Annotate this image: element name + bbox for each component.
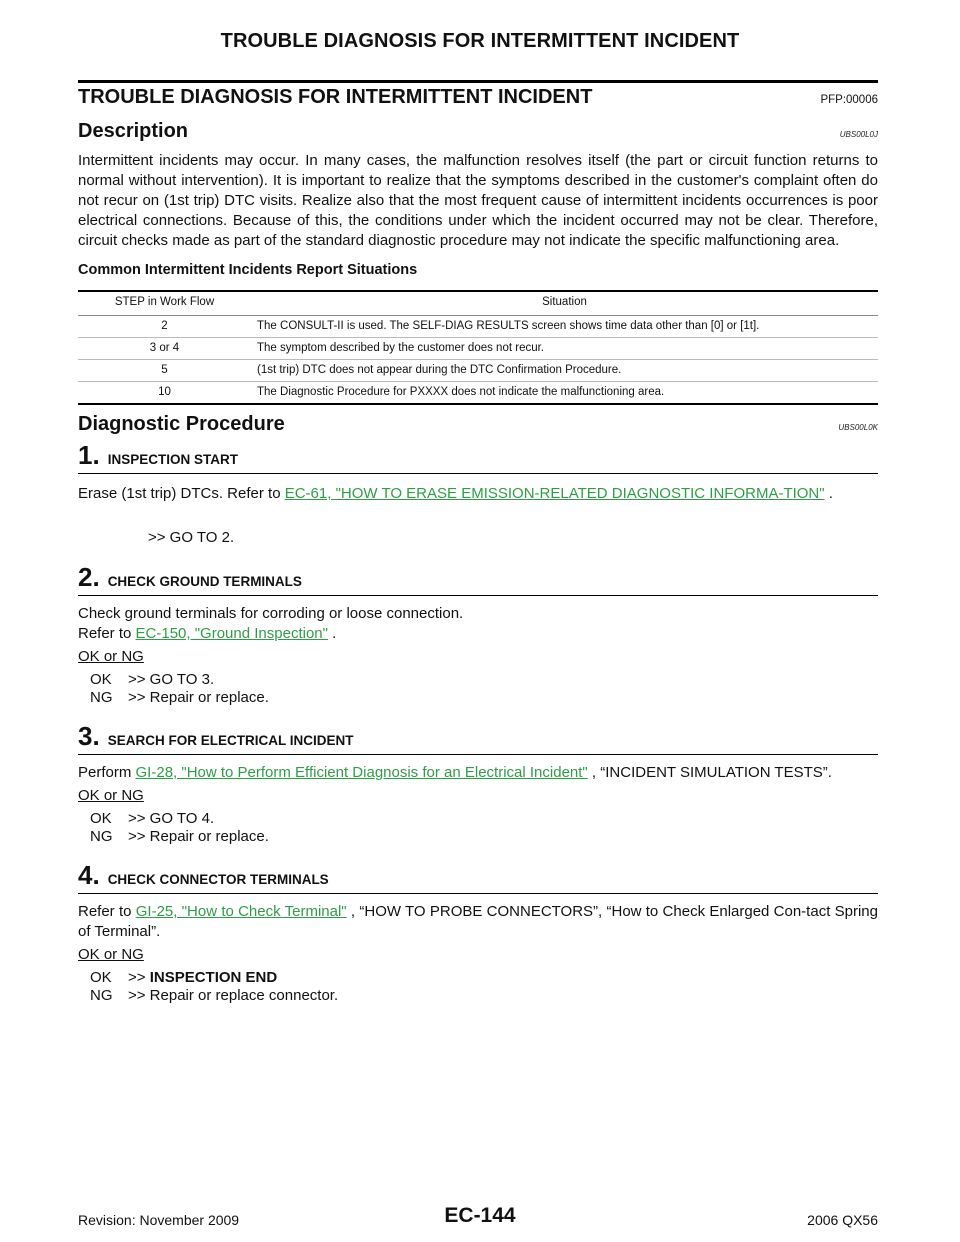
step-text-post: . — [327, 625, 337, 642]
table-cell-step: 3 or 4 — [78, 337, 251, 360]
step-rule — [78, 473, 878, 474]
table-cell-step: 5 — [78, 359, 251, 382]
step-title: CHECK CONNECTOR TERMINALS — [107, 872, 329, 887]
ng-key: NG — [90, 987, 113, 1004]
ok-ng-label: OK or NG — [78, 946, 144, 963]
step-heading: 3. SEARCH FOR ELECTRICAL INCIDENT — [78, 723, 878, 749]
step-number: 4. — [78, 860, 100, 890]
table-cell-situation: (1st trip) DTC does not appear during th… — [251, 359, 878, 382]
ng-key: NG — [90, 828, 113, 845]
step-text-post: , “INCIDENT SIMULATION TESTS”. — [587, 764, 832, 781]
ng-result: NG >> Repair or replace. — [78, 689, 878, 707]
ok-result: OK >> GO TO 4. — [78, 810, 878, 828]
table-cell-situation: The symptom described by the customer do… — [251, 337, 878, 360]
description-code: UBS00L0J — [839, 130, 878, 139]
reference-link[interactable]: GI-28, "How to Perform Efficient Diagnos… — [135, 764, 588, 781]
ok-result: OK >> GO TO 3. — [78, 671, 878, 689]
step-number: 3. — [78, 721, 100, 751]
reference-link[interactable]: EC-150, "Ground Inspection" — [135, 625, 328, 642]
page-header: TROUBLE DIAGNOSIS FOR INTERMITTENT INCID… — [220, 30, 740, 52]
step-text: Refer to GI-25, "How to Check Terminal" … — [78, 902, 878, 942]
step-text-pre: Erase (1st trip) DTCs. Refer to — [78, 485, 285, 502]
description-text: Intermittent incidents may occur. In man… — [78, 152, 878, 249]
step-text-pre: Refer to — [78, 625, 136, 642]
step-text-pre: Refer to — [78, 903, 136, 920]
step-number: 1. — [78, 440, 100, 470]
table-row: 5 (1st trip) DTC does not appear during … — [78, 359, 878, 382]
step-text: Erase (1st trip) DTCs. Refer to EC-61, "… — [78, 484, 878, 504]
situations-table: STEP in Work Flow Situation 2 The CONSUL… — [78, 290, 878, 405]
step-text-post: , “HOW TO PROBE CONNECTORS”, “How to Che… — [78, 903, 878, 940]
ok-action-bold: INSPECTION END — [149, 969, 278, 986]
ok-ng-label: OK or NG — [78, 787, 144, 804]
reference-link[interactable]: GI-25, "How to Check Terminal" — [135, 903, 347, 920]
page-content: TROUBLE DIAGNOSIS FOR INTERMITTENT INCID… — [78, 86, 878, 1005]
table-cell-situation: The Diagnostic Procedure for PXXXX does … — [251, 381, 878, 405]
ok-key: OK — [90, 969, 112, 986]
ng-action: >> Repair or replace. — [128, 689, 269, 706]
step-1: 1. INSPECTION START Erase (1st trip) DTC… — [78, 442, 878, 546]
step-heading: 1. INSPECTION START — [78, 442, 878, 468]
ok-action: >> GO TO 4. — [128, 810, 215, 827]
step-number: 2. — [78, 562, 100, 592]
description-heading-row: Description UBS00L0J — [78, 120, 878, 143]
step-text: Perform GI-28, "How to Perform Efficient… — [78, 763, 878, 783]
table-header-situation: Situation — [251, 290, 878, 316]
step-rule — [78, 595, 878, 596]
ng-action: >> Repair or replace connector. — [128, 987, 339, 1004]
step-title: INSPECTION START — [107, 452, 238, 467]
step-line: Check ground terminals for corroding or … — [78, 605, 464, 622]
description-heading: Description — [78, 120, 189, 142]
table-cell-situation: The CONSULT-II is used. The SELF-DIAG RE… — [251, 315, 878, 338]
procedure-code: UBS00L0K — [838, 423, 878, 432]
ok-key: OK — [90, 671, 112, 688]
step-rule — [78, 754, 878, 755]
section-code: PFP:00006 — [820, 94, 878, 106]
procedure-heading-row: Diagnostic Procedure UBS00L0K — [78, 413, 878, 436]
step-3: 3. SEARCH FOR ELECTRICAL INCIDENT Perfor… — [78, 723, 878, 846]
table-cell-step: 2 — [78, 315, 251, 338]
footer-page-number: EC-144 — [444, 1204, 516, 1227]
step-heading: 4. CHECK CONNECTOR TERMINALS — [78, 862, 878, 888]
ok-action: >> GO TO 3. — [128, 671, 215, 688]
table-header-step: STEP in Work Flow — [78, 290, 251, 316]
section-title-row: TROUBLE DIAGNOSIS FOR INTERMITTENT INCID… — [78, 86, 878, 109]
step-title: CHECK GROUND TERMINALS — [107, 574, 302, 589]
reference-link[interactable]: EC-61, "HOW TO ERASE EMISSION-RELATED DI… — [284, 485, 825, 502]
footer-model: 2006 QX56 — [807, 1212, 878, 1228]
ok-key: OK — [90, 810, 112, 827]
step-text-pre: Perform — [78, 764, 136, 781]
ok-ng-label: OK or NG — [78, 648, 144, 665]
header-rule — [78, 80, 878, 83]
step-title: SEARCH FOR ELECTRICAL INCIDENT — [107, 733, 354, 748]
table-row: 10 The Diagnostic Procedure for PXXXX do… — [78, 381, 878, 405]
table-row: 2 The CONSULT-II is used. The SELF-DIAG … — [78, 315, 878, 338]
table-cell-step: 10 — [78, 381, 251, 405]
section-title: TROUBLE DIAGNOSIS FOR INTERMITTENT INCID… — [78, 86, 593, 108]
ng-key: NG — [90, 689, 113, 706]
step-heading: 2. CHECK GROUND TERMINALS — [78, 564, 878, 590]
ng-result: NG >> Repair or replace connector. — [78, 987, 878, 1005]
step-rule — [78, 893, 878, 894]
goto-text: >> GO TO 2. — [148, 529, 235, 546]
procedure-heading: Diagnostic Procedure — [78, 413, 285, 435]
step-4: 4. CHECK CONNECTOR TERMINALS Refer to GI… — [78, 862, 878, 1005]
ok-result: OK >> INSPECTION END — [78, 969, 878, 987]
table-row: 3 or 4 The symptom described by the cust… — [78, 337, 878, 360]
ng-action: >> Repair or replace. — [128, 828, 269, 845]
ng-result: NG >> Repair or replace. — [78, 828, 878, 846]
step-2: 2. CHECK GROUND TERMINALS Check ground t… — [78, 564, 878, 707]
ok-prefix: >> — [128, 969, 150, 986]
footer-revision: Revision: November 2009 — [78, 1212, 240, 1228]
step-text: Refer to EC-150, "Ground Inspection" . — [78, 624, 878, 644]
step-text-post: . — [824, 485, 833, 502]
situations-table-title: Common Intermittent Incidents Report Sit… — [78, 262, 418, 278]
